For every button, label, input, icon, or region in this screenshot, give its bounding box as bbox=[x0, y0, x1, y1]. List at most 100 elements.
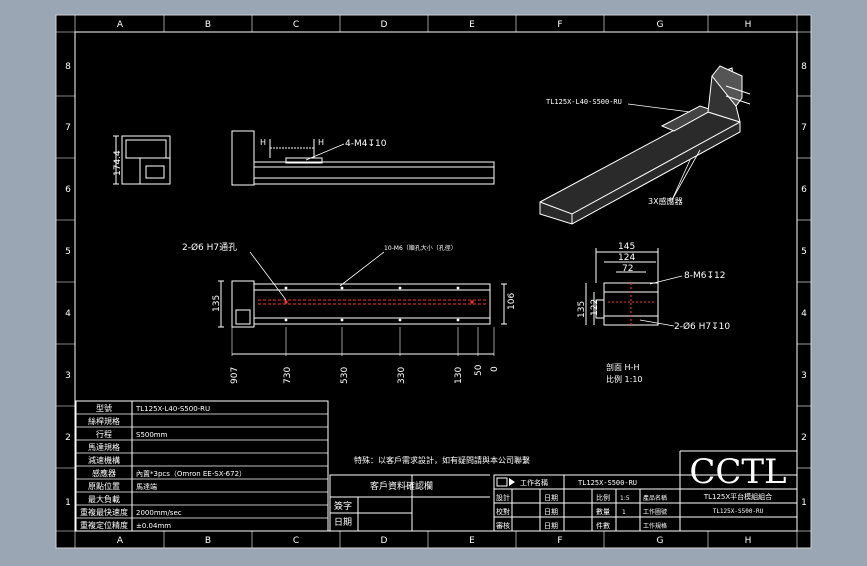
frame-col-label-top: C bbox=[293, 20, 299, 30]
frame-col-label-top: H bbox=[745, 20, 752, 30]
spec-row-label: 減速機構 bbox=[88, 455, 120, 465]
section-dim-135: 135 bbox=[577, 301, 587, 318]
spec-row-label: 感應器 bbox=[92, 468, 116, 478]
tb-review: 審核 bbox=[496, 521, 510, 530]
sign-label: 簽字 bbox=[334, 500, 352, 512]
tb-design: 設計 bbox=[496, 493, 510, 502]
frame-row-label-left: 6 bbox=[65, 185, 71, 195]
frame-col-label-top: B bbox=[205, 20, 211, 30]
thread-leader bbox=[649, 275, 683, 285]
spec-row-label: 行程 bbox=[96, 429, 112, 439]
frame-row-label-left: 5 bbox=[65, 247, 71, 257]
front-view bbox=[218, 280, 507, 355]
tb-pieces-label: 件數 bbox=[596, 521, 610, 530]
front-bottom-dims: 907 730 530 330 130 50 0 bbox=[230, 364, 500, 384]
frame-row-label-left: 3 bbox=[65, 371, 71, 381]
model-leader bbox=[627, 103, 691, 113]
iso-model-label: TL125X-L40-S500-RU bbox=[546, 98, 622, 106]
frame-col-label-top: G bbox=[657, 20, 664, 30]
tb-spec-label: 工作規格 bbox=[643, 522, 667, 530]
frame-row-label-right: 8 bbox=[801, 62, 807, 72]
tb-design-date: 日期 bbox=[544, 494, 558, 502]
frame-row-label-left: 1 bbox=[65, 498, 71, 508]
frame-row-label-right: 2 bbox=[801, 433, 807, 443]
dim-0: 0 bbox=[490, 366, 500, 372]
frame-row-label-right: 5 bbox=[801, 247, 807, 257]
frame-row-label-left: 8 bbox=[65, 62, 71, 72]
end-view-height-dim: 174.4 bbox=[113, 150, 123, 176]
frame-col-label-bottom: B bbox=[205, 536, 211, 546]
section-view bbox=[585, 248, 659, 326]
frame-row-label-left: 4 bbox=[65, 309, 71, 319]
tb-company-short: 工作名稱 bbox=[520, 478, 548, 487]
iso-view bbox=[539, 65, 751, 225]
frame-col-label-bottom: C bbox=[293, 536, 299, 546]
front-view-dim-ticks bbox=[231, 327, 495, 356]
spec-row-value: TL125X-L40-S500-RU bbox=[135, 405, 210, 413]
section-dim-72: 72 bbox=[622, 264, 633, 274]
pin-leader bbox=[249, 251, 287, 301]
mount-hole bbox=[340, 286, 344, 290]
date-label: 日期 bbox=[334, 517, 352, 528]
end-view bbox=[113, 135, 171, 185]
spec-row-label: 重複定位精度 bbox=[80, 520, 128, 530]
section-pin-callout: 2-Ø6 H7↧10 bbox=[674, 321, 730, 332]
inner-border bbox=[74, 31, 798, 532]
dim-50: 50 bbox=[474, 364, 484, 376]
hole-callout: 4-M4↧10 bbox=[345, 139, 387, 149]
customer-confirm-box bbox=[329, 474, 490, 532]
spec-row-value: 2000mm/sec bbox=[136, 509, 182, 517]
frame-col-label-bottom: A bbox=[117, 536, 124, 546]
drawing-sheet bbox=[55, 14, 812, 549]
top-view bbox=[231, 130, 495, 186]
section-scale: 比例 1:10 bbox=[606, 374, 643, 384]
dim-530: 530 bbox=[340, 367, 350, 384]
front-height-right: 106 bbox=[507, 293, 517, 310]
frame-col-label-bottom: E bbox=[469, 536, 475, 546]
front-height-left: 135 bbox=[212, 295, 222, 312]
hole-leader bbox=[305, 143, 345, 161]
special-note: 特殊：以客戶需求設計，如有疑問請與本公司聯繫 bbox=[354, 455, 530, 465]
frame-row-label-right: 7 bbox=[801, 123, 807, 133]
spec-row-value: 內置*3pcs（Omron EE-SX-672） bbox=[136, 469, 246, 478]
section-dim-145: 145 bbox=[618, 242, 635, 252]
spec-row-label: 型號 bbox=[96, 403, 112, 413]
spec-row-value: ±0.04mm bbox=[136, 522, 171, 530]
front-slot-callout: 10-M6（順孔大小（孔徑） bbox=[384, 244, 457, 252]
logo: CCTL bbox=[689, 452, 786, 492]
frame-col-label-bottom: F bbox=[557, 536, 562, 546]
company-logo-icon bbox=[496, 477, 515, 487]
spec-row-label: 馬達規格 bbox=[88, 442, 120, 452]
slot-leader bbox=[339, 251, 385, 287]
tb-check-date: 日期 bbox=[544, 508, 558, 516]
tb-drawing-no: TL125X-S500-RU bbox=[713, 508, 764, 515]
dim-730: 730 bbox=[283, 367, 293, 384]
frame-col-label-top: F bbox=[557, 20, 562, 30]
section-dim-124: 124 bbox=[618, 253, 635, 263]
tb-qty-label: 數量 bbox=[596, 507, 610, 516]
spec-row-value: 馬達端 bbox=[136, 482, 157, 491]
dim-907: 907 bbox=[230, 367, 240, 384]
mount-hole bbox=[398, 286, 402, 290]
tb-scale-value: 1:5 bbox=[620, 495, 630, 502]
tb-model-code: TL125X-S500-RU bbox=[578, 479, 637, 487]
section-pin-leader bbox=[639, 319, 675, 327]
frame-row-label-right: 6 bbox=[801, 185, 807, 195]
pin-hole bbox=[470, 300, 474, 304]
sensor-leader bbox=[671, 149, 701, 201]
section-mark-left: H bbox=[260, 138, 266, 147]
section-thread-callout: 8-M6↧12 bbox=[684, 271, 725, 281]
tb-drawing-no-label: 工作圖號 bbox=[643, 508, 667, 516]
frame-row-label-left: 2 bbox=[65, 433, 71, 443]
tb-qty-value: 1 bbox=[622, 509, 626, 516]
front-pin-callout: 2-Ø6 H7通孔 bbox=[182, 242, 237, 253]
frame-col-label-bottom: G bbox=[657, 536, 664, 546]
spec-row-value: S500mm bbox=[136, 431, 168, 439]
section-dim-122: 122 bbox=[590, 299, 600, 316]
pin-hole bbox=[284, 300, 288, 304]
